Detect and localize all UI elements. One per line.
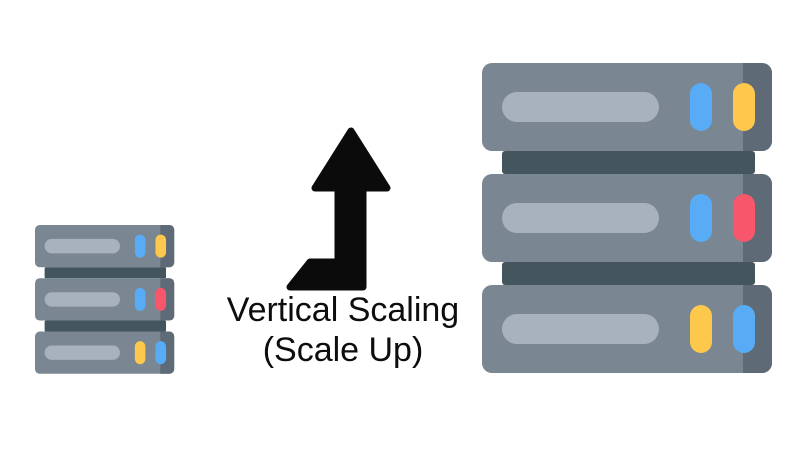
server-unit [35,225,175,268]
server-unit [482,285,772,373]
server-vent-bar [502,92,659,122]
server-connector [502,151,755,174]
server-unit [35,278,175,321]
led-yellow-icon [155,234,167,258]
led-blue-icon [690,83,712,131]
small-server-stack [35,225,175,374]
server-vent-bar [44,345,120,360]
up-arrow-shape [286,127,391,291]
server-vent-bar [502,314,659,344]
server-vent-bar [44,292,120,307]
led-blue-icon [134,234,146,258]
server-connector [44,267,167,279]
led-red-icon [155,287,167,311]
led-yellow-icon [134,341,146,365]
led-blue-icon [690,194,712,242]
large-server-stack [482,63,772,373]
server-vent-bar [502,203,659,233]
caption-line-1: Vertical Scaling [226,291,460,329]
server-vent-bar [44,238,120,254]
led-yellow-icon [690,305,712,353]
up-arrow-icon [286,127,391,291]
server-connector [44,320,167,332]
led-blue-icon [155,341,167,365]
server-unit [482,63,772,151]
caption-line-2: (Scale Up) [262,331,424,369]
led-blue-icon [733,305,755,353]
server-unit [35,331,175,374]
server-unit [482,174,772,262]
led-red-icon [733,194,755,242]
led-yellow-icon [733,83,755,131]
caption: Vertical Scaling (Scale Up) [168,290,518,370]
led-blue-icon [134,287,146,311]
server-connector [502,262,755,285]
